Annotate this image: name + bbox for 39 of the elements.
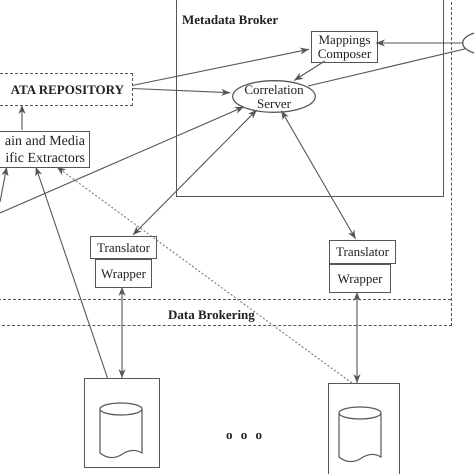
process-ellipse <box>232 80 316 113</box>
arrow <box>353 292 361 383</box>
layer-frame <box>0 0 452 326</box>
arrow <box>376 39 462 47</box>
box-label: ain and Media ific Extractors <box>4 132 85 166</box>
database-cylinder <box>338 407 382 463</box>
connector-line <box>308 48 466 87</box>
arrow <box>294 60 325 81</box>
process-box <box>329 264 391 293</box>
ellipsis-mark: o o o <box>226 427 262 443</box>
box-label: Translator <box>336 245 389 259</box>
arrow <box>132 48 310 86</box>
arrow <box>0 106 244 214</box>
storage-box <box>328 383 400 474</box>
arrow <box>0 166 9 202</box>
box-label: Correlation Server <box>243 82 305 110</box>
process-box <box>95 259 152 288</box>
process-box <box>0 131 90 168</box>
layer-title: Data Brokering <box>168 307 255 323</box>
arrow <box>18 105 26 130</box>
arrow <box>132 88 230 96</box>
process-box <box>311 31 378 63</box>
arrow <box>35 166 108 378</box>
storage-box <box>84 378 160 468</box>
process-box <box>90 236 157 259</box>
box-label: ATA REPOSITORY <box>10 82 124 96</box>
repository-box <box>0 73 133 106</box>
arrow <box>280 110 356 240</box>
process-box <box>329 240 396 264</box>
arrow <box>118 287 126 378</box>
box-label: Wrapper <box>101 266 146 280</box>
box-label: Mappings Composer <box>316 33 372 61</box>
box-label: Translator <box>97 240 150 254</box>
dotted-arrow <box>56 166 352 384</box>
frame-title: Metadata Broker <box>182 12 278 28</box>
component-frame <box>176 0 444 197</box>
arrow <box>132 110 258 236</box>
box-label: Wrapper <box>338 272 382 286</box>
database-cylinder <box>99 403 143 459</box>
